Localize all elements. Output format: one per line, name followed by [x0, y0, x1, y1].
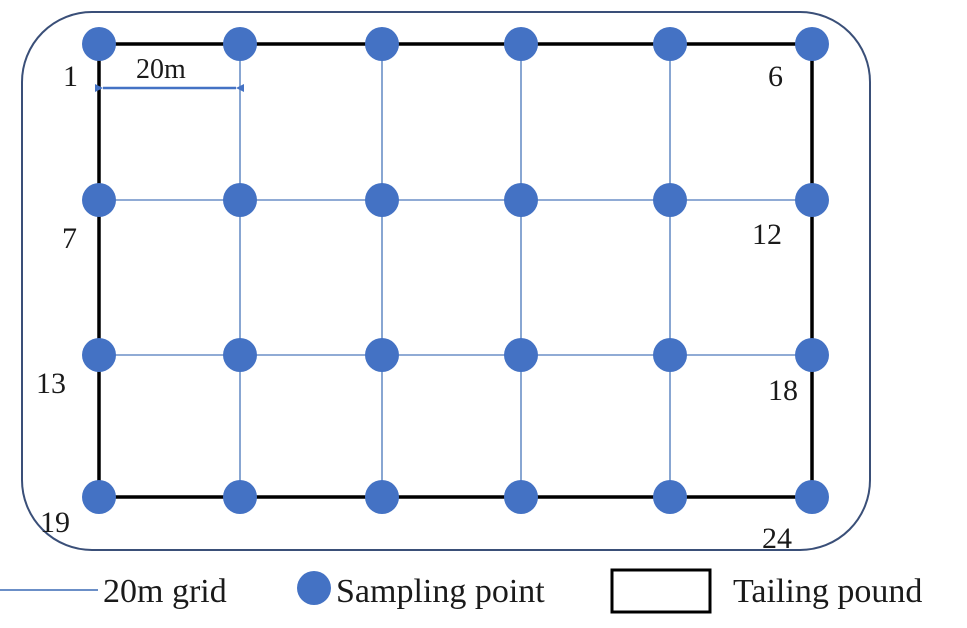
legend-point-swatch [297, 571, 331, 605]
point-label-12: 12 [752, 218, 782, 251]
spacing-dimension: 20m [95, 54, 244, 92]
sampling-point-13 [82, 338, 116, 372]
sampling-point-12 [795, 183, 829, 217]
sampling-point-4 [504, 27, 538, 61]
legend-pound-label: Tailing pound [733, 573, 922, 610]
grid-lines [98, 43, 813, 498]
sampling-point-6 [795, 27, 829, 61]
sampling-point-15 [365, 338, 399, 372]
legend-point-label: Sampling point [336, 573, 545, 610]
spacing-label: 20m [136, 54, 186, 85]
sampling-point-17 [653, 338, 687, 372]
sampling-point-9 [365, 183, 399, 217]
sampling-point-7 [82, 183, 116, 217]
site-outline [21, 11, 871, 551]
sampling-point-5 [653, 27, 687, 61]
point-label-18: 18 [768, 374, 798, 407]
sampling-point-2 [223, 27, 257, 61]
sampling-point-3 [365, 27, 399, 61]
legend-pound-swatch [610, 568, 712, 614]
sampling-point-1 [82, 27, 116, 61]
sampling-point-21 [365, 480, 399, 514]
sampling-point-10 [504, 183, 538, 217]
sampling-points [82, 27, 829, 514]
point-label-1: 1 [63, 60, 78, 93]
point-label-7: 7 [62, 222, 77, 255]
sampling-point-11 [653, 183, 687, 217]
tailing-pound-border [97, 42, 814, 499]
legend-grid-label: 20m grid [103, 573, 227, 610]
point-label-24: 24 [762, 522, 792, 555]
point-label-13: 13 [36, 367, 66, 400]
sampling-point-20 [223, 480, 257, 514]
sampling-point-14 [223, 338, 257, 372]
point-label-19: 19 [40, 506, 70, 539]
sampling-point-24 [795, 480, 829, 514]
point-label-6: 6 [768, 60, 783, 93]
sampling-point-18 [795, 338, 829, 372]
sampling-point-16 [504, 338, 538, 372]
point-labels: 1 6 7 12 13 18 19 24 [36, 60, 798, 555]
sampling-point-22 [504, 480, 538, 514]
sampling-point-23 [653, 480, 687, 514]
legend: 20m grid Sampling point Tailing pound [0, 568, 922, 614]
sampling-point-19 [82, 480, 116, 514]
sampling-point-8 [223, 183, 257, 217]
